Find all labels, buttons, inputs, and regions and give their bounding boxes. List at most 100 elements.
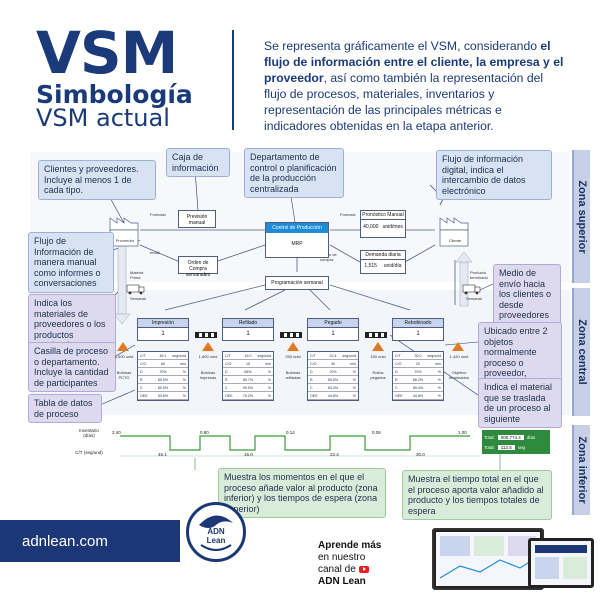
row-val: 89.4% [412, 385, 424, 390]
youtube-icon [358, 565, 369, 573]
row-unit: % [267, 393, 271, 398]
forecast-left-label: Forecast [150, 212, 166, 217]
dolphin-icon [199, 515, 233, 551]
footer-band [0, 520, 180, 562]
row-unit: % [267, 369, 271, 374]
demanda-title: Demanda diaria [361, 251, 405, 260]
row-unit: % [352, 369, 356, 374]
row-unit: seg/unid [427, 353, 441, 358]
callout-info-box: Caja de información [166, 148, 230, 177]
timeline-ct-1: 45.1 [158, 452, 167, 457]
row-unit: % [437, 385, 441, 390]
row-key: C/O [140, 361, 147, 366]
customer-label: Cliente [448, 238, 462, 243]
row-unit: % [437, 393, 441, 398]
callout-dept: Departamento de control o planificación … [244, 148, 344, 198]
row-val: 80.5% [157, 385, 169, 390]
total-wait-label: Total: [484, 434, 495, 440]
row-key: R [225, 377, 228, 382]
header-divider [232, 30, 234, 130]
row-unit: % [182, 385, 186, 390]
row-key: OEE [395, 393, 403, 398]
row-unit: seg/unid [172, 353, 186, 358]
callout-manual: Flujo de Información de manera manual co… [28, 232, 114, 293]
process-name: Pegado [308, 319, 358, 328]
demanda-unit: unid/día [383, 263, 402, 269]
row-key: C/T [395, 353, 401, 358]
inventory-triangle-5 [452, 342, 464, 351]
row-key: R [140, 377, 143, 382]
adn-lean-logo [186, 502, 246, 562]
timeline-ct-label: C/T (seg/und) [75, 450, 103, 455]
row-key: D [225, 369, 228, 374]
callout-data-table: Tabla de datos de proceso [28, 394, 102, 423]
process-ops: 1 [331, 331, 335, 337]
row-val: 70% [414, 369, 422, 374]
screen-preview-icon [439, 536, 537, 579]
inventory-1-qty: 4,500 unid [114, 354, 134, 359]
row-key: OEE [310, 393, 318, 398]
total-wait-unit: días [526, 434, 536, 440]
row-key: R [310, 377, 313, 382]
process-name: Refilado [223, 319, 273, 328]
semanal-left-label: Semanal [130, 296, 146, 301]
subtitle-vsm-actual: VSM actual [36, 104, 170, 132]
row-key: C/T [225, 353, 231, 358]
callout-total-time: Muestra el tiempo total en el que el pro… [402, 470, 552, 520]
row-unit: % [352, 377, 356, 382]
row-val: 44.8% [327, 393, 339, 398]
zone-label-bottom: Zona inferior [572, 425, 590, 515]
process-ops: 1 [416, 331, 420, 337]
row-key: D [310, 369, 313, 374]
process-ops: 1 [246, 331, 250, 337]
mrp-label: MRP [291, 241, 303, 247]
inventory-2-qty: 1,600 unid [198, 354, 218, 359]
youtube-promo[interactable]: Aprende más en nuestro canal de ADN Lean [318, 540, 382, 587]
row-unit: % [437, 369, 441, 374]
title: VSM [36, 19, 178, 87]
row-unit: % [267, 377, 271, 382]
inventory-5-label: Objetivo terminados [449, 370, 469, 380]
producto-terminado-label: Producto terminado [470, 270, 488, 280]
inventory-3-label: Bobinas refiladas [285, 370, 301, 380]
laptop-screen [436, 532, 540, 586]
pronostico-unit: unid/mes [382, 224, 403, 230]
row-val: 70% [329, 369, 337, 374]
row-val: 68% [244, 369, 252, 374]
callout-digital: Flujo de información digital, indica el … [436, 150, 552, 200]
row-val: 16.0 [244, 353, 252, 358]
materia-prima-label: Materia Prima [130, 270, 144, 280]
total-ct-unit: seg [517, 444, 525, 450]
row-unit: % [267, 385, 271, 390]
orden-semanal-box: Orden de Compra semanales [178, 256, 218, 278]
push-arrow-1 [195, 332, 217, 338]
callout-process-box: Casilla de proceso o departamento. Inclu… [28, 342, 116, 392]
row-val: 30 [331, 361, 335, 366]
semanal-right-label: Semanal [466, 296, 482, 301]
push-arrow-2 [280, 332, 302, 338]
inventory-triangle-4 [372, 342, 384, 351]
callout-clients: Clientes y proveedores. Incluye al menos… [38, 160, 156, 200]
callout-value-time: Muestra los momentos en el que el proces… [218, 468, 386, 518]
footer-url[interactable]: adnlean.com [22, 533, 108, 550]
row-val: 45.1 [159, 353, 167, 358]
screen-preview-icon-2 [535, 545, 587, 579]
email-left-label: email [150, 250, 160, 255]
row-key: D [395, 369, 398, 374]
inventory-triangle-1 [117, 342, 129, 351]
inventory-4-qty: 150 unid [370, 354, 386, 359]
laptop-screen-2 [531, 541, 591, 585]
subtitle-simbologia: Simbología [36, 80, 193, 109]
timeline-wait-2: 0.80 [200, 430, 209, 435]
row-val: 20 [416, 361, 420, 366]
process-ops: 1 [161, 331, 165, 337]
row-unit: min [435, 361, 441, 366]
row-val: 15 [246, 361, 250, 366]
row-unit: min [350, 361, 356, 366]
